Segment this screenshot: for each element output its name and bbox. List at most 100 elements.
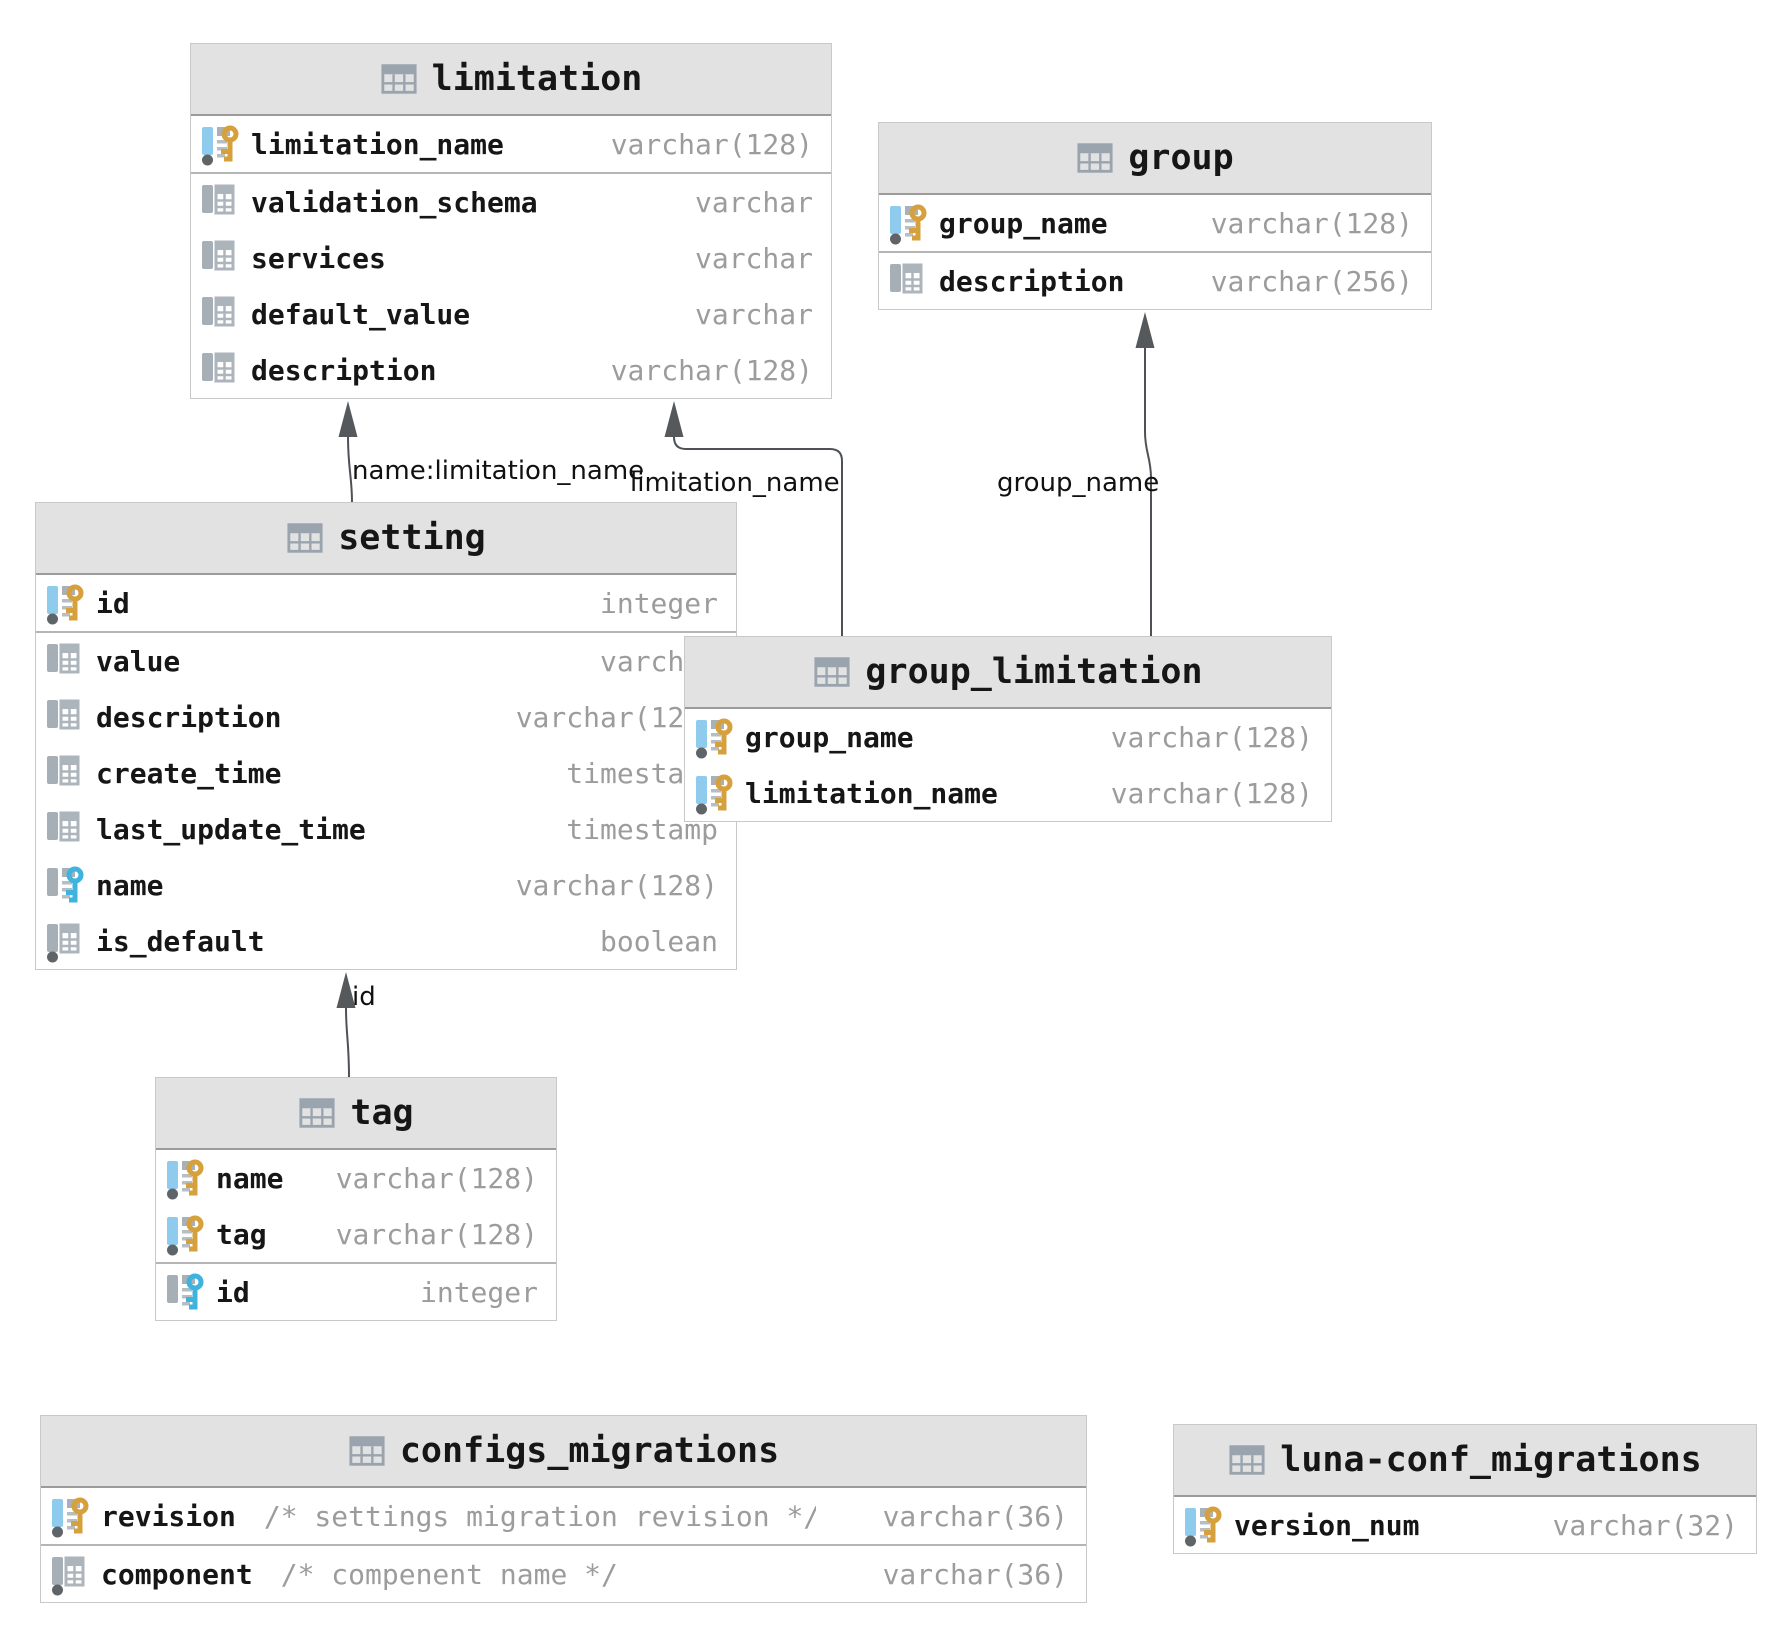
table-header-tag[interactable]: tag [156,1078,556,1150]
column-icon [199,348,243,392]
column-type: varchar(128) [335,1161,538,1195]
column-icon [44,807,88,851]
foreign-key-icon [44,863,88,907]
table-row[interactable]: description varchar(128) [36,689,736,745]
table-setting[interactable]: setting id integer value varchar descrip… [35,502,737,970]
table-row[interactable]: name varchar(128) [156,1150,556,1206]
column-name: services [251,241,386,275]
table-row[interactable]: services varchar [191,230,831,286]
table-row[interactable]: id integer [156,1264,556,1320]
table-row[interactable]: group_name varchar(128) [685,709,1331,765]
column-icon [199,180,243,224]
column-name: revision [101,1499,236,1533]
table-row[interactable]: is_default boolean [36,913,736,969]
table-row[interactable]: create_time timestamp [36,745,736,801]
column-type: varchar(36) [882,1557,1068,1591]
column-type: varchar(128) [515,868,718,902]
column-icon [44,751,88,795]
table-row[interactable]: version_num varchar(32) [1174,1497,1756,1553]
table-icon [814,657,850,687]
table-header-luna-conf-migrations[interactable]: luna-conf_migrations [1174,1425,1756,1497]
table-row[interactable]: group_name varchar(128) [879,195,1431,253]
column-name: name [216,1161,284,1195]
column-type: varchar(128) [335,1217,538,1251]
table-row[interactable]: limitation_name varchar(128) [685,765,1331,821]
table-row[interactable]: component /* compenent name */ varchar(3… [41,1546,1086,1602]
table-header-group[interactable]: group [879,123,1431,195]
column-name: description [96,700,282,734]
column-type: varchar [694,241,813,275]
column-name: is_default [96,924,265,958]
table-row[interactable]: description varchar(128) [191,342,831,398]
edge-group-limitation-to-limitation [673,436,843,636]
foreign-key-icon [164,1270,208,1314]
table-title: tag [350,1093,414,1133]
edge-label-group-limitation-limitation: limitation_name [630,468,840,498]
table-row[interactable]: tag varchar(128) [156,1206,556,1264]
table-title: limitation [431,59,643,99]
column-name: component [101,1557,253,1591]
edge-label-tag-setting: id [352,982,376,1012]
table-header-setting[interactable]: setting [36,503,736,575]
primary-key-icon [164,1156,208,1200]
table-row[interactable]: revision /* settings migration revision … [41,1488,1086,1546]
column-type: integer [599,586,718,620]
primary-key-icon [1182,1503,1226,1547]
column-name: limitation_name [251,127,504,161]
table-configs-migrations[interactable]: configs_migrations revision /* settings … [40,1415,1087,1603]
arrowhead-icon [664,401,684,437]
primary-key-icon [693,715,737,759]
edge-group-limitation-to-group [1144,348,1152,636]
arrowhead-icon [336,972,356,1008]
table-icon [381,64,417,94]
column-name: id [96,586,130,620]
column-type: varchar(128) [1110,776,1313,810]
table-luna-conf-migrations[interactable]: luna-conf_migrations version_num varchar… [1173,1424,1757,1554]
column-type: varchar(128) [1110,720,1313,754]
edge-tag-to-setting [345,1007,350,1078]
table-header-limitation[interactable]: limitation [191,44,831,116]
table-title: luna-conf_migrations [1280,1440,1702,1480]
column-name: id [216,1275,250,1309]
table-row[interactable]: id integer [36,575,736,633]
table-limitation[interactable]: limitation limitation_name varchar(128) … [190,43,832,399]
column-icon [199,236,243,280]
table-row[interactable]: name varchar(128) [36,857,736,913]
column-icon [44,639,88,683]
column-name: create_time [96,756,282,790]
table-row[interactable]: default_value varchar [191,286,831,342]
table-row[interactable]: validation_schema varchar [191,174,831,230]
column-name: default_value [251,297,471,331]
edge-setting-to-limitation [347,436,353,503]
table-header-group-limitation[interactable]: group_limitation [685,637,1331,709]
table-row[interactable]: last_update_time timestamp [36,801,736,857]
column-comment: /* compenent name */ [280,1557,618,1591]
primary-key-icon [693,771,737,815]
table-title: group_limitation [865,652,1203,692]
table-tag[interactable]: tag name varchar(128) tag varchar(128) i… [155,1077,557,1321]
column-type: varchar(128) [610,127,813,161]
column-name: description [251,353,437,387]
primary-key-icon [887,201,931,245]
column-name: value [96,644,181,678]
column-type: varchar(128) [1210,206,1413,240]
column-type: boolean [599,924,718,958]
column-name: validation_schema [251,185,538,219]
table-row[interactable]: limitation_name varchar(128) [191,116,831,174]
primary-key-icon [164,1212,208,1256]
table-title: configs_migrations [399,1431,780,1471]
column-name: group_name [745,720,914,754]
column-type: varchar(36) [882,1499,1068,1533]
table-header-configs-migrations[interactable]: configs_migrations [41,1416,1086,1488]
primary-key-icon [199,122,243,166]
table-row[interactable]: description varchar(256) [879,253,1431,309]
column-icon [887,259,931,303]
table-group[interactable]: group group_name varchar(128) descriptio… [878,122,1432,310]
column-type: varchar(256) [1210,264,1413,298]
table-group-limitation[interactable]: group_limitation group_name varchar(128)… [684,636,1332,822]
table-icon [1077,143,1113,173]
table-row[interactable]: value varchar [36,633,736,689]
table-icon [349,1436,385,1466]
primary-key-icon [49,1494,93,1538]
